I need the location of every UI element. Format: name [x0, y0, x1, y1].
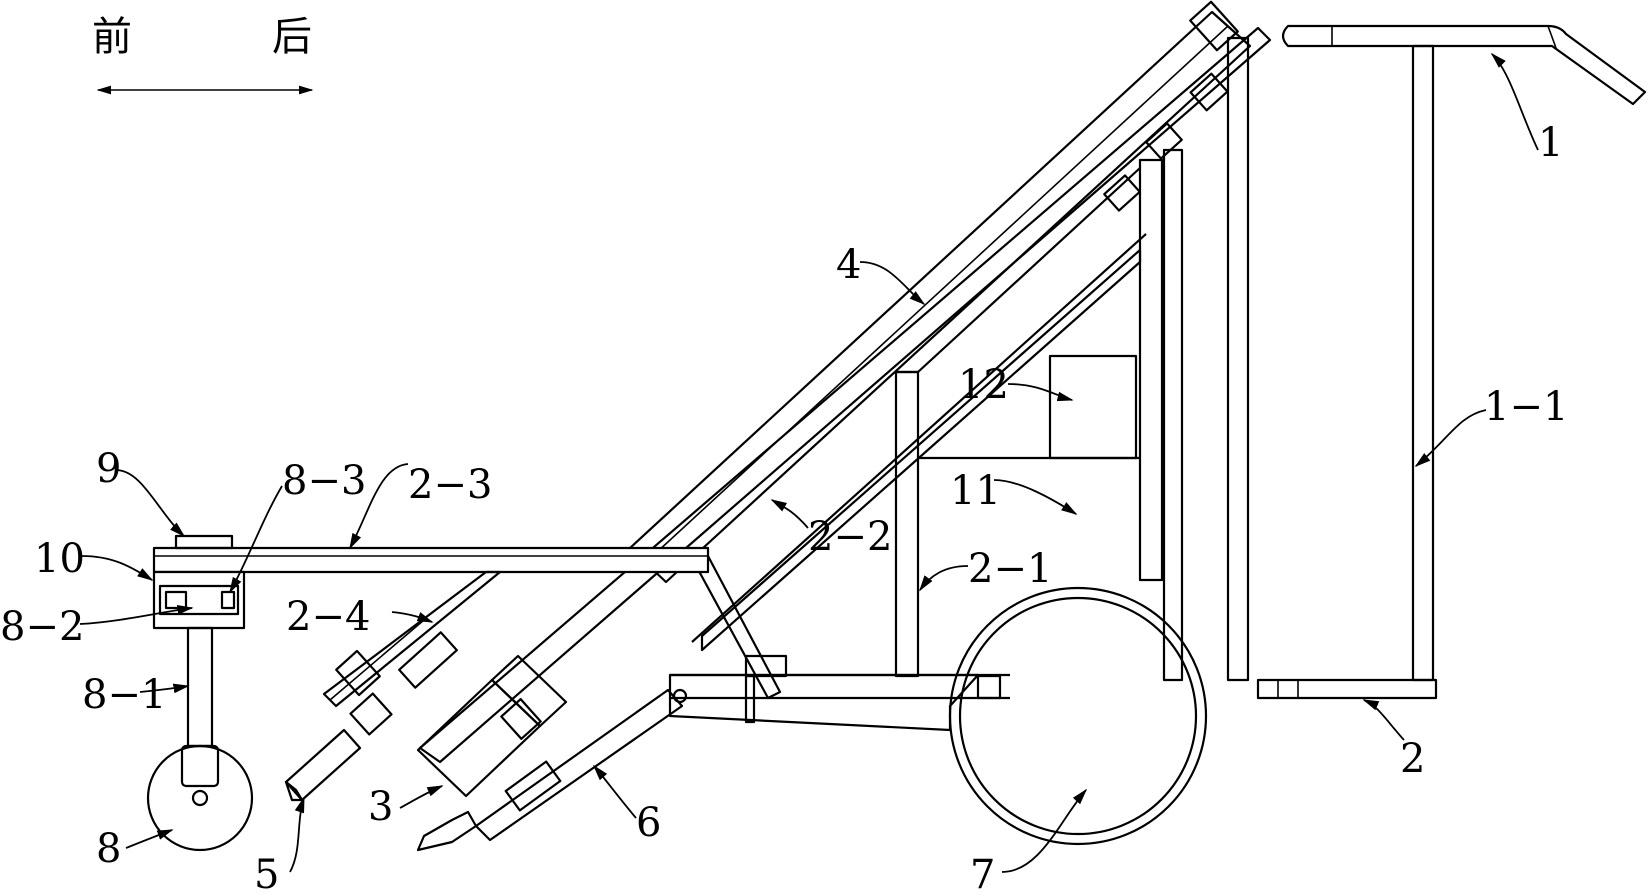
box-area	[918, 354, 1140, 460]
label-8-3: 8−3	[282, 458, 366, 504]
column-post	[1162, 148, 1184, 682]
member-2-4	[322, 570, 502, 708]
lower-beam	[668, 673, 980, 732]
rear-label: 后	[272, 14, 312, 60]
spike	[416, 810, 478, 852]
blade-3	[418, 26, 1272, 764]
cutter-5	[284, 728, 362, 802]
label-12: 12	[958, 362, 1009, 408]
shaft-8-1	[186, 626, 214, 748]
rear-frame	[1162, 24, 1647, 700]
label-1: 1	[1538, 120, 1563, 166]
label-7: 7	[970, 852, 995, 895]
leader-lines	[79, 52, 1539, 873]
bottom-rail-rear	[1256, 678, 1438, 700]
reference-numerals: 1 1−1 2 2−1 2−2 2−3 2−4 3 4 5 6 7 8 8−1 …	[0, 120, 1568, 895]
label-2-2: 2−2	[808, 514, 892, 560]
label-3: 3	[368, 784, 393, 830]
label-6: 6	[636, 800, 661, 846]
beam-2-3	[152, 546, 710, 574]
vertical-post-1-1	[1411, 44, 1435, 682]
cap-9	[174, 534, 234, 550]
bottom-beam	[668, 554, 1010, 732]
label-8-1: 8−1	[82, 672, 166, 718]
post-right	[1138, 158, 1164, 582]
front-label: 前	[92, 14, 132, 60]
label-8: 8	[96, 826, 121, 872]
inclined-frame	[416, 0, 1272, 798]
label-8-2: 8−2	[0, 604, 84, 650]
housing-10	[152, 570, 246, 630]
label-2-1: 2−1	[968, 546, 1052, 592]
label-4: 4	[836, 242, 861, 288]
label-9: 9	[96, 446, 121, 492]
inner-post	[1226, 36, 1250, 682]
label-5: 5	[254, 852, 279, 895]
label-2: 2	[1400, 736, 1425, 782]
front-wheel-assembly	[146, 534, 254, 852]
box-12	[1048, 354, 1138, 460]
bearing-8-2	[158, 584, 240, 616]
wheel-7	[948, 586, 1208, 846]
rod	[474, 688, 684, 842]
label-1-1: 1−1	[1484, 384, 1568, 430]
chute-4	[628, 10, 1252, 584]
label-2-4: 2−4	[286, 594, 370, 640]
handle-1	[1281, 24, 1647, 106]
wheel-8	[146, 744, 254, 852]
label-10: 10	[34, 536, 85, 582]
label-2-3: 2−3	[408, 462, 492, 508]
label-11: 11	[950, 468, 1001, 514]
direction-indicator: 前 后	[92, 14, 314, 95]
rod-6	[416, 688, 684, 852]
post-2-1	[894, 370, 920, 678]
